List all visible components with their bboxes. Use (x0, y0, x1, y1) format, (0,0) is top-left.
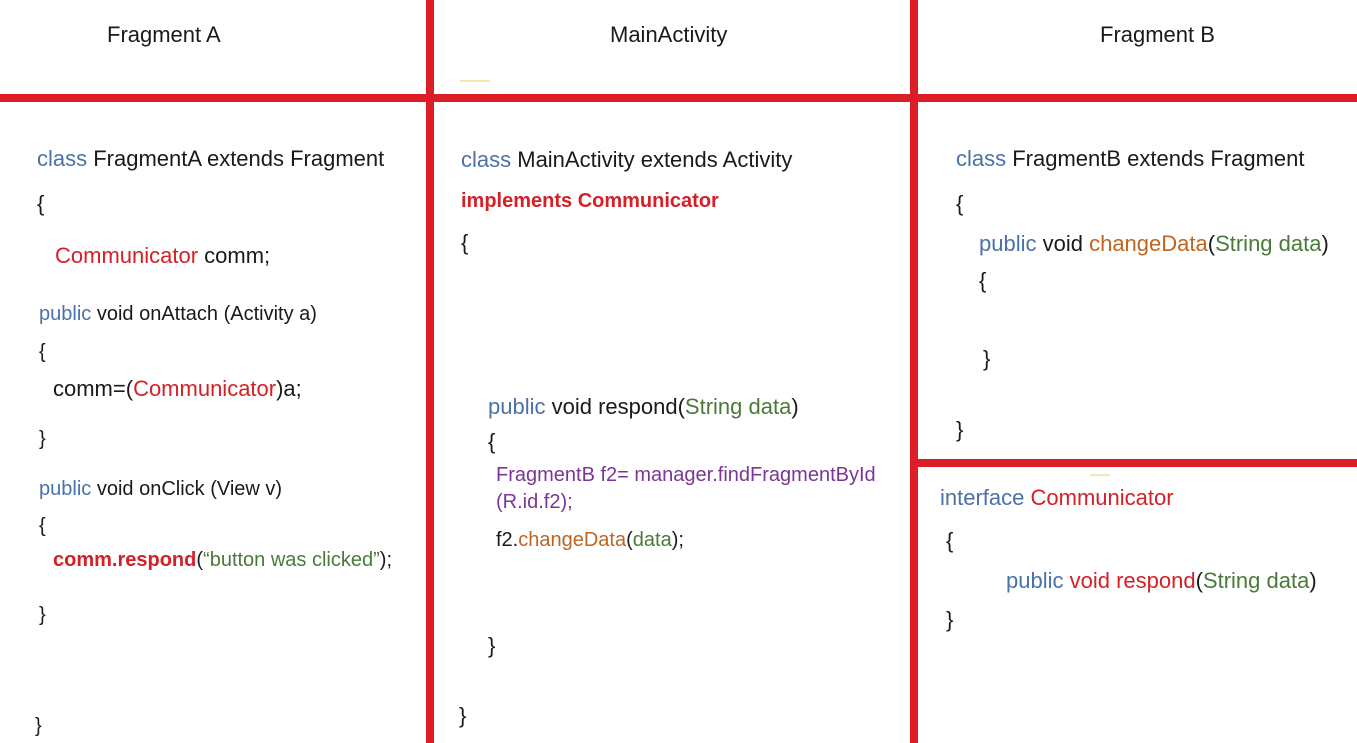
method-name: changeData (518, 529, 627, 551)
code-text: void respond( (545, 394, 685, 419)
divider-vertical-right (910, 0, 918, 743)
code-line: } (39, 428, 46, 450)
code-line: { (946, 528, 954, 553)
code-text: ( (1207, 231, 1216, 256)
keyword: class (956, 146, 1007, 171)
code-line: public void onClick (View v) (39, 477, 282, 501)
code-text: ) (1321, 231, 1329, 256)
code-line: f2.changeData(data); (496, 528, 684, 552)
code-text: FragmentA extends Fragment (87, 146, 385, 171)
code-line: comm.respond(“button was clicked”); (53, 548, 392, 572)
code-line: { (956, 191, 964, 216)
keyword: public (39, 478, 92, 500)
keyword: interface (940, 485, 1025, 510)
code-line: public void changeData(String data) (979, 231, 1329, 257)
code-text: FragmentB extends Fragment (1006, 146, 1305, 171)
type-name: Communicator (133, 376, 277, 401)
code-line: } (983, 346, 991, 371)
code-text: ) (1309, 568, 1317, 593)
header-main-activity: MainActivity (610, 22, 728, 47)
code-line: comm=(Communicator)a; (53, 376, 302, 402)
code-text: ); (379, 549, 392, 571)
keyword: public (1006, 568, 1064, 593)
code-text: comm; (198, 243, 271, 268)
keyword: class (37, 146, 88, 171)
header-fragment-a: Fragment A (107, 22, 221, 47)
code-line: public void onAttach (Activity a) (39, 302, 317, 326)
code-line: { (979, 268, 987, 293)
keyword: public (488, 394, 546, 419)
code-line: class MainActivity extends Activity (461, 147, 792, 173)
code-line: } (35, 715, 42, 737)
keyword: public (979, 231, 1037, 256)
decorative-tick (1090, 474, 1110, 476)
code-line: class FragmentA extends Fragment (37, 146, 384, 172)
code-line: FragmentB f2= manager.findFragmentById (496, 464, 876, 486)
code-text: void (1036, 231, 1090, 256)
code-text: )a; (276, 376, 302, 401)
code-line: { (461, 230, 469, 255)
parameter: String data (1215, 231, 1322, 256)
code-text: void onClick (View v) (91, 478, 283, 500)
code-line: public void respond(String data) (488, 394, 799, 420)
code-text: ( (196, 549, 204, 571)
code-line: } (956, 417, 964, 442)
code-line: { (39, 341, 46, 363)
parameter: String data (684, 394, 792, 419)
type-name: Communicator (1024, 485, 1174, 510)
code-line-implements: implements Communicator (461, 190, 719, 212)
divider-horizontal-top (0, 94, 1357, 102)
code-line: (R.id.f2); (496, 491, 573, 513)
keyword: public (39, 303, 92, 325)
code-line: class FragmentB extends Fragment (956, 146, 1304, 172)
type-name: Communicator (55, 243, 199, 268)
code-text: MainActivity extends Activity (511, 147, 793, 172)
code-line: interface Communicator (940, 485, 1174, 511)
parameter: String data (1202, 568, 1310, 593)
code-line: { (37, 191, 45, 216)
parameter: data (632, 529, 672, 551)
string-literal: “button was clicked” (203, 549, 380, 571)
code-text: ( (1195, 568, 1203, 593)
code-line: } (39, 604, 46, 626)
code-text: void onAttach (Activity a) (91, 303, 317, 325)
code-line: { (39, 515, 46, 537)
code-line: Communicator comm; (55, 243, 270, 269)
code-line: } (488, 633, 496, 658)
divider-vertical-left (426, 0, 434, 743)
method-name: changeData (1089, 231, 1208, 256)
method-signature: void respond (1063, 568, 1196, 593)
code-line: } (946, 607, 954, 632)
decorative-tick (460, 80, 490, 82)
keyword: class (461, 147, 512, 172)
code-line: public void respond(String data) (1006, 568, 1317, 594)
code-text: ); (671, 529, 684, 551)
method-call: comm.respond (53, 549, 197, 571)
code-text: ( (626, 529, 633, 551)
code-line: } (459, 703, 467, 728)
code-text: f2. (496, 529, 519, 551)
code-line: { (488, 429, 496, 454)
code-text: comm=( (53, 376, 134, 401)
code-text: ) (791, 394, 799, 419)
divider-horizontal-interface (914, 459, 1357, 467)
header-fragment-b: Fragment B (1100, 22, 1215, 47)
